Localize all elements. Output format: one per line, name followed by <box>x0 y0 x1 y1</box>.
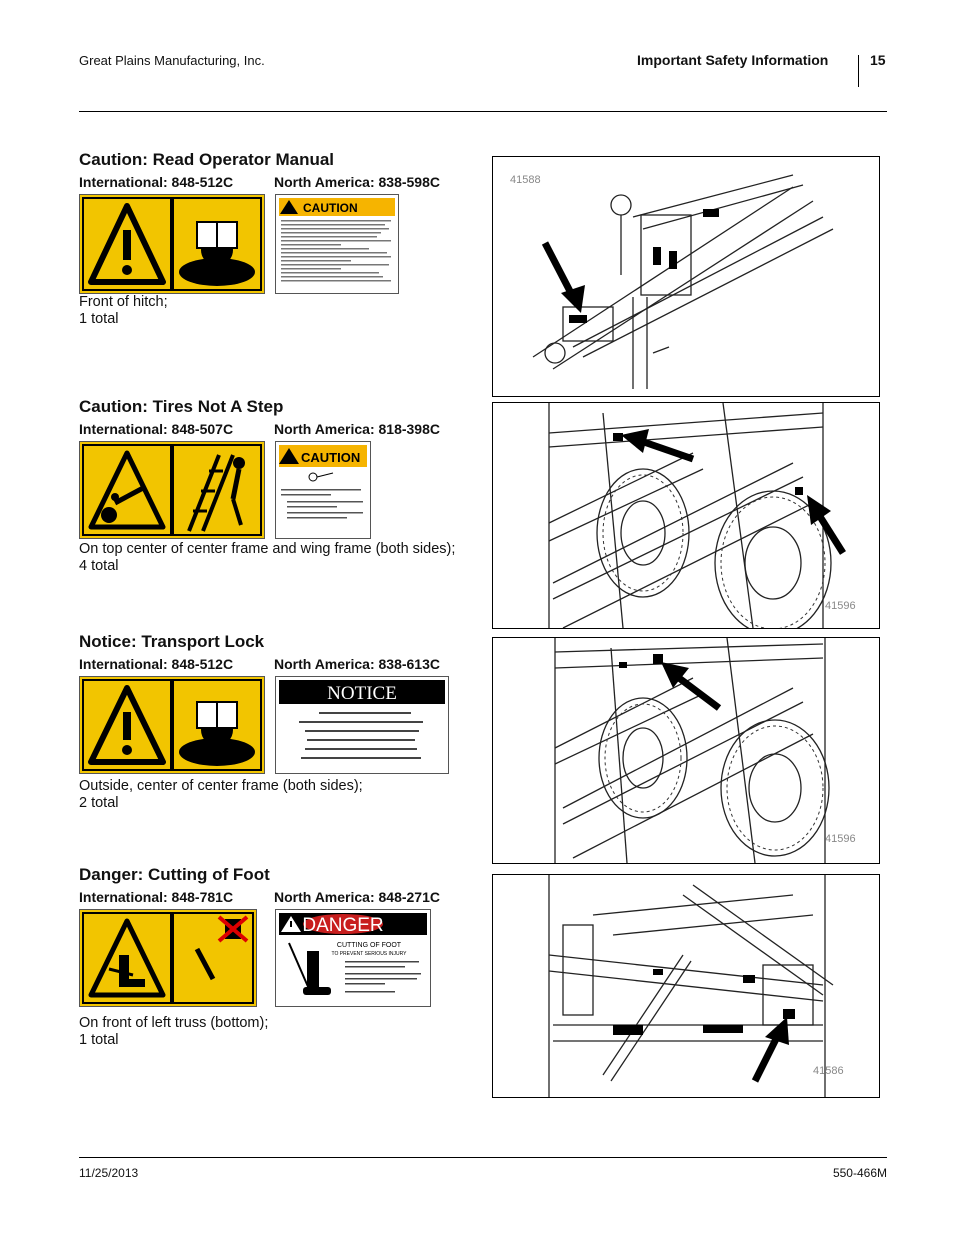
total-count: 2 total <box>79 795 119 811</box>
north-america-code: North America: 838-613C <box>274 656 440 672</box>
footer-rule <box>79 1157 887 1158</box>
figure-left-truss: 41586 <box>492 874 880 1098</box>
north-america-decal-caution-tires: CAUTION <box>275 441 371 544</box>
decal-location: On top center of center frame and wing f… <box>79 541 479 575</box>
total-count: 4 total <box>79 558 119 574</box>
page-number: 15 <box>870 52 886 68</box>
international-code: International: 848-512C <box>79 174 234 190</box>
location-text: On front of left truss (bottom); <box>79 1015 269 1031</box>
north-america-decal-caution: CAUTION <box>275 194 399 299</box>
decal-heading: DANGER <box>302 915 383 936</box>
figure-hitch: 41588 <box>492 156 880 397</box>
decal-location: Front of hitch; 1 total <box>79 294 479 328</box>
decal-location: On front of left truss (bottom); 1 total <box>79 1015 479 1049</box>
part-codes: International: 848-507C North America: 8… <box>79 421 440 437</box>
section-title: Notice: Transport Lock <box>79 632 265 651</box>
location-text: On top center of center frame and wing f… <box>79 541 456 557</box>
figure-number: 41596 <box>825 833 856 845</box>
decal-heading: CAUTION <box>303 201 358 215</box>
total-count: 1 total <box>79 311 119 327</box>
international-decal-foot <box>79 909 257 1012</box>
figure-number: 41596 <box>825 600 856 612</box>
header-company: Great Plains Manufacturing, Inc. <box>79 53 265 68</box>
international-code: International: 848-781C <box>79 889 234 905</box>
section-tires-not-step: Caution: Tires Not A Step International:… <box>79 397 479 574</box>
header-divider <box>858 55 859 87</box>
north-america-code: North America: 818-398C <box>274 421 440 437</box>
figure-number: 41588 <box>510 174 541 186</box>
north-america-code: North America: 848-271C <box>274 889 440 905</box>
decal-heading: NOTICE <box>327 683 397 704</box>
total-count: 1 total <box>79 1032 119 1048</box>
north-america-decal-danger: DANGER CUTTING OF FOOT TO PREVENT SERIOU… <box>275 909 431 1012</box>
figure-center-frame-tires: 41596 <box>492 402 880 629</box>
section-read-manual: Caution: Read Operator Manual Internatio… <box>79 150 479 327</box>
international-decal-read-manual <box>79 676 265 779</box>
international-code: International: 848-512C <box>79 656 234 672</box>
international-decal-read-manual <box>79 194 265 299</box>
north-america-code: North America: 838-598C <box>274 174 440 190</box>
international-decal-tires <box>79 441 265 544</box>
location-text: Outside, center of center frame (both si… <box>79 778 363 794</box>
decal-subheading: CUTTING OF FOOT <box>337 942 402 949</box>
decal-location: Outside, center of center frame (both si… <box>79 778 479 812</box>
header-rule <box>79 111 887 112</box>
north-america-decal-notice: NOTICE <box>275 676 449 779</box>
figure-transport-lock: 41596 <box>492 637 880 864</box>
section-title: Caution: Read Operator Manual <box>79 150 335 169</box>
footer-date: 11/25/2013 <box>79 1166 139 1180</box>
figure-number: 41586 <box>813 1065 844 1077</box>
part-codes: International: 848-512C North America: 8… <box>79 656 440 672</box>
footer-doc-number: 550-466M <box>832 1166 887 1180</box>
section-transport-lock: Notice: Transport Lock International: 84… <box>79 632 479 811</box>
location-text: Front of hitch; <box>79 294 168 310</box>
part-codes: International: 848-781C North America: 8… <box>79 889 440 905</box>
decal-subheading-2: TO PREVENT SERIOUS INJURY <box>331 951 407 957</box>
decal-heading: CAUTION <box>301 450 360 465</box>
section-title: Danger: Cutting of Foot <box>79 865 270 884</box>
section-cutting-foot: Danger: Cutting of Foot International: 8… <box>79 865 479 1048</box>
part-codes: International: 848-512C North America: 8… <box>79 174 440 190</box>
international-code: International: 848-507C <box>79 421 234 437</box>
section-title: Caution: Tires Not A Step <box>79 397 284 416</box>
header-section-title: Important Safety Information <box>637 52 829 68</box>
